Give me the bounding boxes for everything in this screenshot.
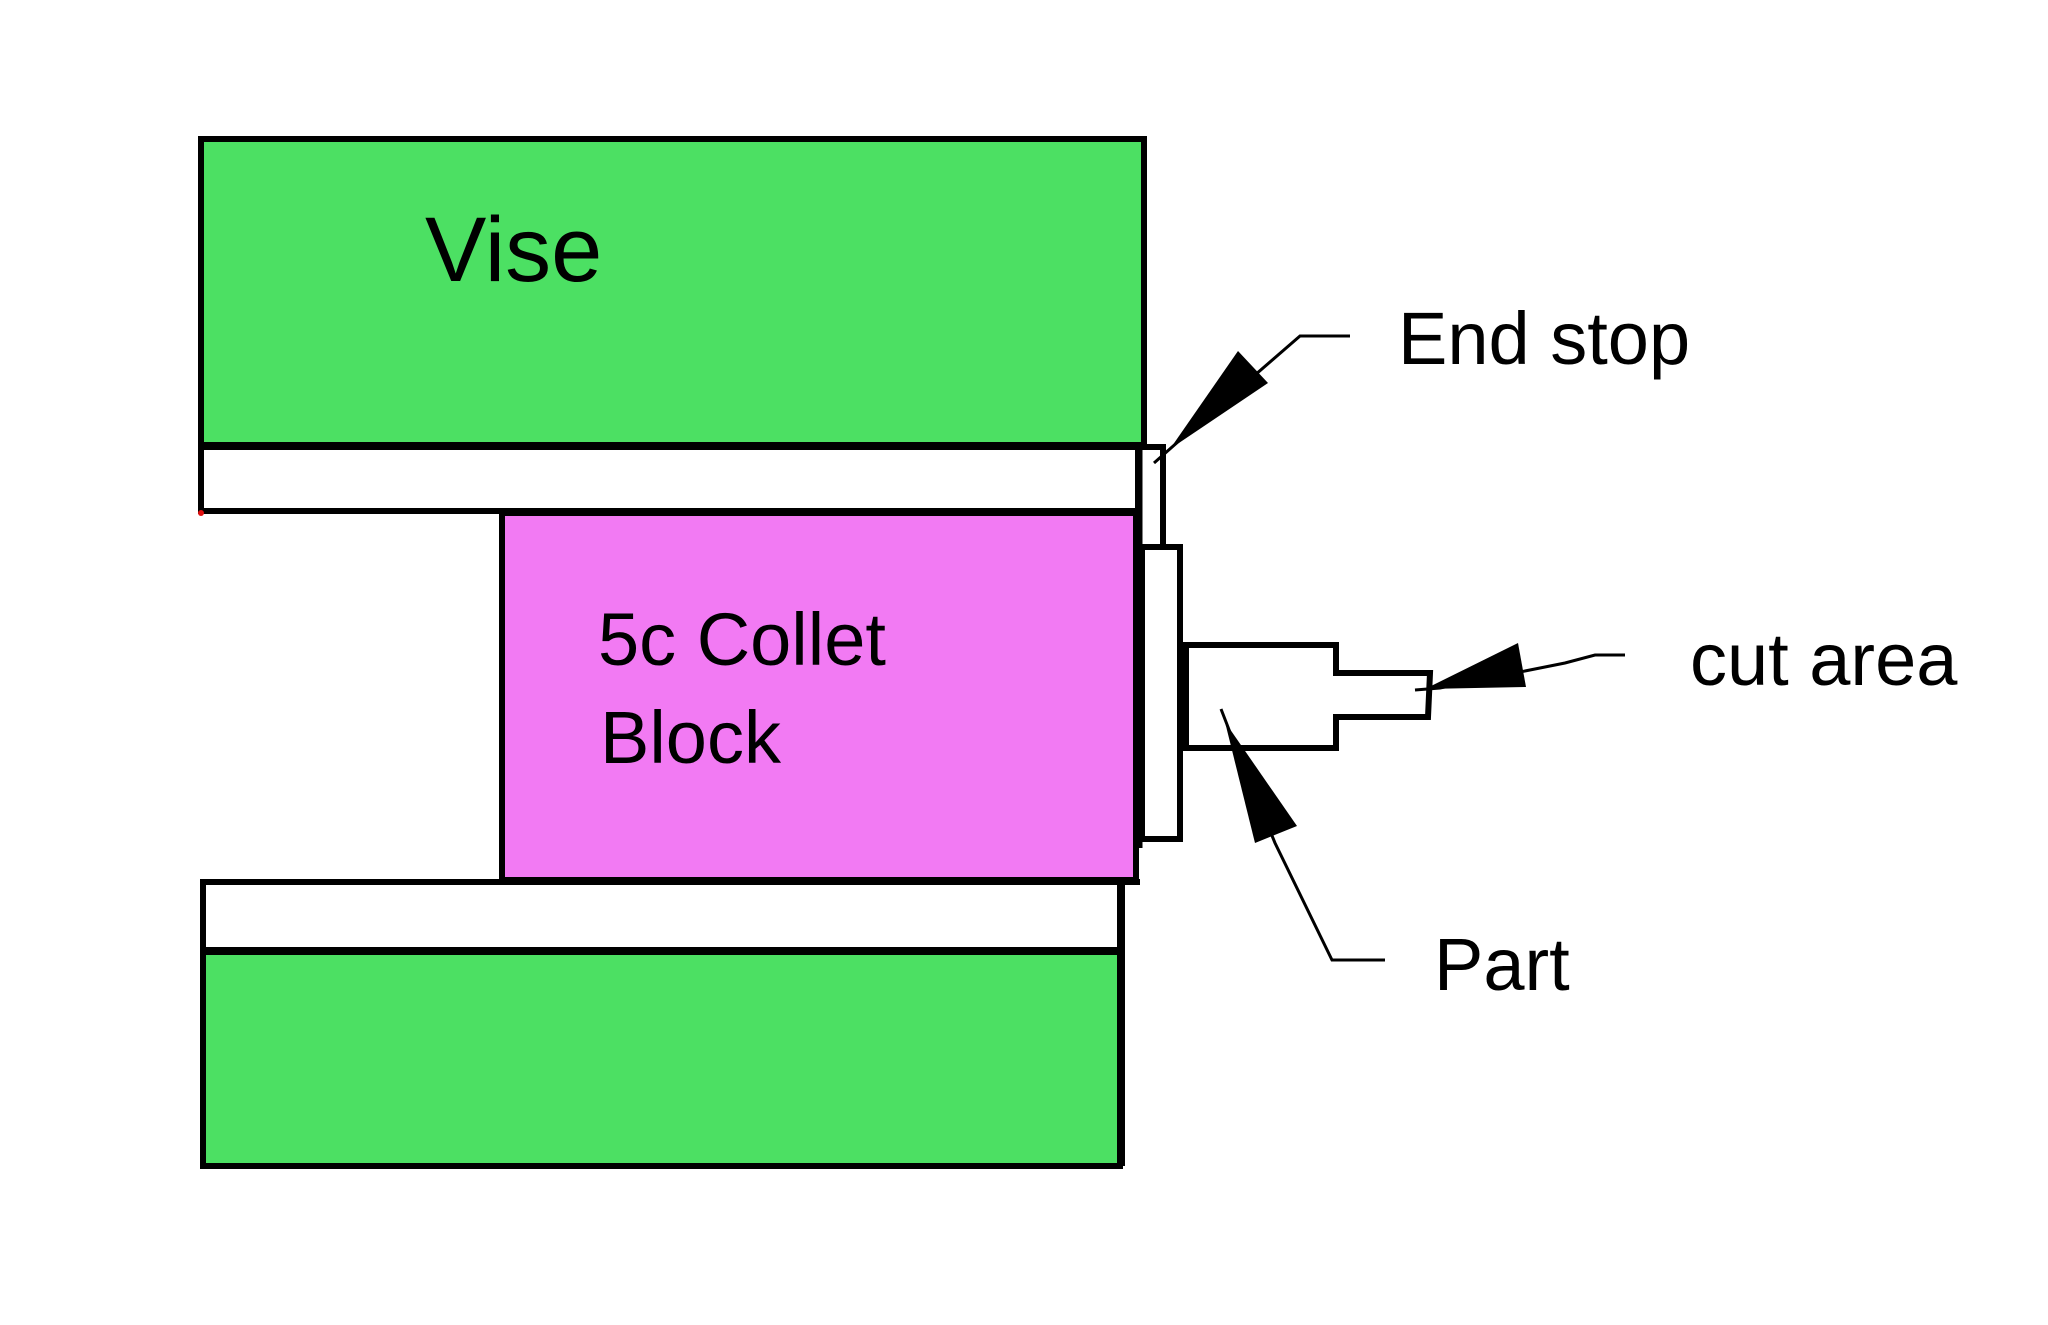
vise-jaw-lower	[200, 879, 1123, 953]
collet-block-body	[499, 510, 1139, 883]
callout-part: Part	[1219, 708, 1570, 1006]
callout-end-stop: End stop	[1153, 297, 1690, 465]
callout-cut-area: cut area	[1414, 618, 1958, 701]
end-stop-arrowhead-icon	[1170, 351, 1268, 449]
part-label: Part	[1434, 923, 1570, 1006]
cut-area-arrowhead-icon	[1425, 643, 1526, 689]
red-mark	[198, 510, 204, 516]
collet-block: 5c Collet Block	[499, 510, 1139, 883]
vise-upper: Vise	[198, 136, 1147, 448]
end-stop-plate	[1139, 544, 1183, 842]
end-stop	[1119, 444, 1183, 1166]
collet-block-label-line2: Block	[600, 696, 782, 779]
vise-upper-body	[198, 136, 1147, 448]
part-arrowhead-icon	[1225, 722, 1297, 843]
end-stop-thin-strip	[1141, 444, 1166, 547]
vise-lower-body	[200, 949, 1123, 1169]
vise-label: Vise	[425, 199, 602, 301]
cut-area-label: cut area	[1690, 618, 1958, 701]
end-stop-label: End stop	[1398, 297, 1690, 380]
collet-block-label-line1: 5c Collet	[598, 598, 886, 681]
vise-jaw-upper	[198, 444, 1141, 514]
